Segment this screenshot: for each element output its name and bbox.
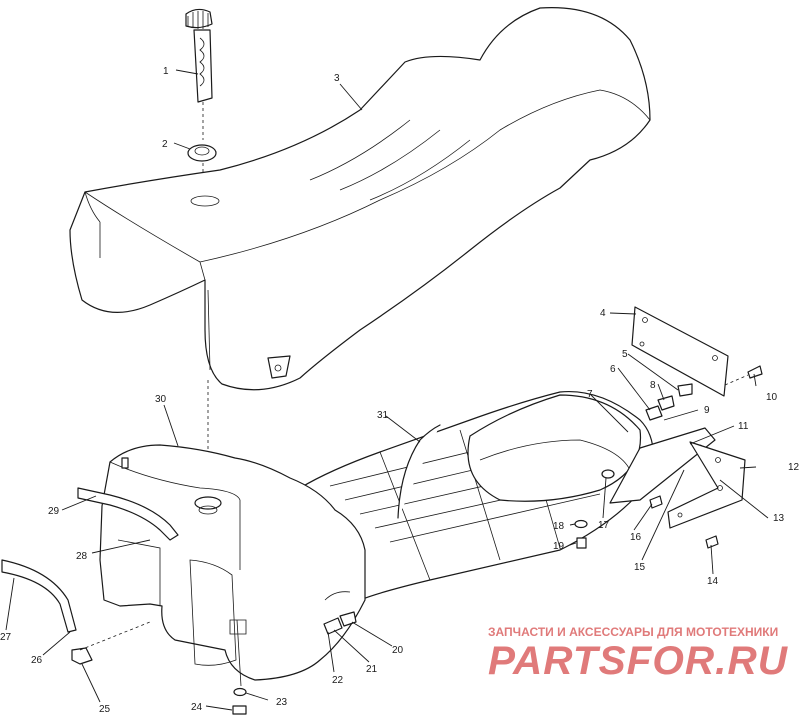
- callout-26: 26: [31, 655, 43, 666]
- callout-2: 2: [162, 139, 168, 150]
- fitting-21: [323, 617, 343, 635]
- watermark: ЗАПЧАСТИ И АКСЕССУАРЫ ДЛЯ МОТОТЕХНИКИ PA…: [488, 625, 788, 683]
- callout-labels: 1 2 3 4 5 6 7 8 9 10 11 12 13 14 15 16 1…: [0, 66, 800, 715]
- callout-17: 17: [598, 520, 610, 531]
- callout-23: 23: [276, 697, 288, 708]
- callout-21: 21: [366, 664, 378, 675]
- washer-18: [574, 519, 588, 529]
- clip-5: [677, 383, 693, 397]
- nut-8: [657, 395, 675, 411]
- callout-15: 15: [634, 562, 646, 573]
- fastener-17: [601, 469, 615, 479]
- callout-14: 14: [707, 576, 719, 587]
- fitting-25: [71, 647, 93, 665]
- watermark-tagline: ЗАПЧАСТИ И АКСЕССУАРЫ ДЛЯ МОТОТЕХНИКИ: [488, 625, 778, 639]
- callout-27: 27: [0, 632, 12, 643]
- leader-lines: [5, 69, 769, 711]
- callout-9: 9: [704, 405, 710, 416]
- callout-12: 12: [788, 462, 800, 473]
- callout-29: 29: [48, 506, 60, 517]
- callout-8: 8: [650, 380, 656, 391]
- callout-13: 13: [773, 513, 785, 524]
- mounting-plate: [631, 306, 729, 397]
- callout-19: 19: [553, 541, 565, 552]
- fuel-line-31: [397, 424, 441, 519]
- bolt-14: [705, 535, 719, 549]
- callout-10: 10: [766, 392, 778, 403]
- seat: [69, 7, 651, 391]
- callout-30: 30: [155, 394, 167, 405]
- nut-24: [232, 705, 247, 715]
- callout-11: 11: [738, 421, 749, 432]
- fuel-cap: [185, 8, 213, 103]
- bolt-16: [649, 495, 663, 509]
- callout-1: 1: [163, 66, 169, 77]
- watermark-logo: PARTSFOR.RU: [488, 639, 788, 683]
- callout-7: 7: [587, 389, 593, 400]
- callout-4: 4: [600, 308, 606, 319]
- callout-5: 5: [622, 349, 628, 360]
- callout-22: 22: [332, 675, 344, 686]
- callout-16: 16: [630, 532, 642, 543]
- callout-24: 24: [191, 702, 203, 713]
- chassis-frame: [299, 390, 654, 601]
- grommet: [187, 144, 217, 162]
- nut-19: [576, 537, 587, 549]
- callout-28: 28: [76, 551, 88, 562]
- bracket-12: [667, 441, 746, 529]
- callout-20: 20: [392, 645, 404, 656]
- callout-31: 31: [377, 410, 389, 421]
- fuel-tank: [99, 444, 366, 681]
- washer-23: [233, 687, 247, 697]
- callout-18: 18: [553, 521, 565, 532]
- bolt-10: [724, 365, 763, 386]
- callout-6: 6: [610, 364, 616, 375]
- callout-25: 25: [99, 704, 111, 715]
- vent-hose-29: [77, 487, 179, 541]
- drain-hose-27: [1, 559, 77, 633]
- callout-3: 3: [334, 73, 340, 84]
